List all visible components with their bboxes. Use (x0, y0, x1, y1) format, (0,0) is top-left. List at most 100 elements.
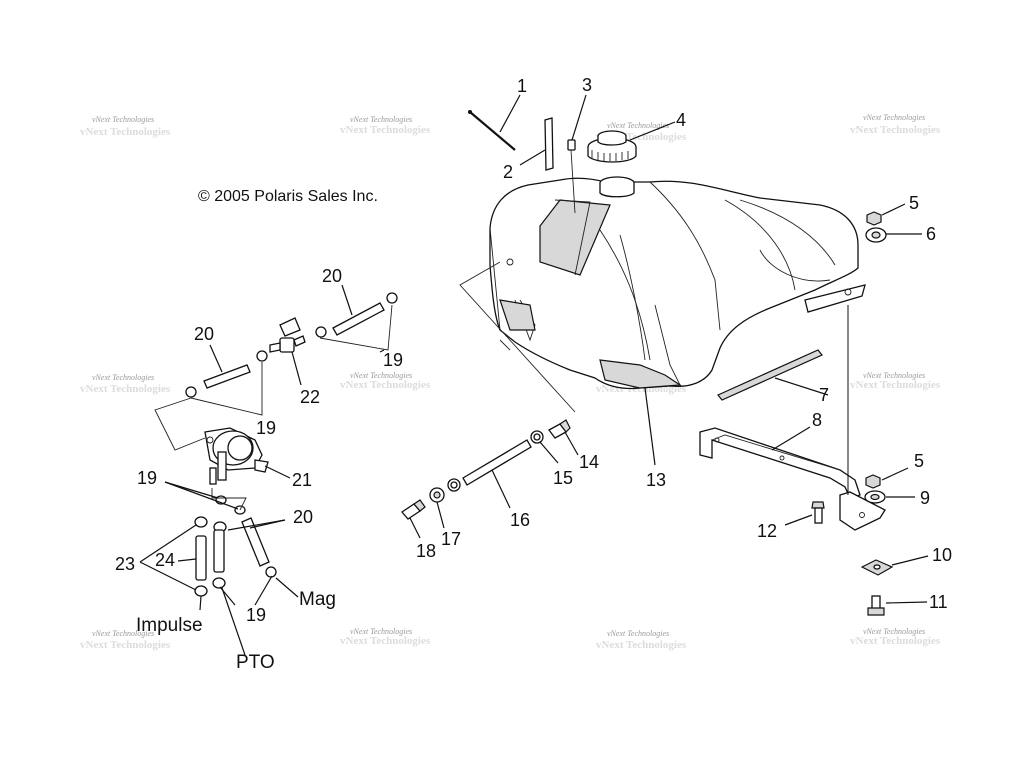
label-pto: PTO (236, 652, 275, 673)
part-18-valve (401, 499, 426, 520)
part-20-hose-right (241, 517, 270, 567)
part-14-fitting (548, 419, 571, 439)
watermark-12: vNext Technologies vNext Technologies (850, 627, 941, 647)
svg-text:vNext Technologies: vNext Technologies (340, 124, 431, 136)
watermark-5: vNext Technologies vNext Technologies (80, 373, 171, 395)
callout-19-pump: 19 (137, 468, 157, 488)
callout-15: 15 (553, 468, 573, 488)
part-6-washer (865, 227, 887, 243)
callout-4: 4 (676, 110, 686, 130)
callout-5-top: 5 (909, 193, 919, 213)
part-20-hose-middle (213, 529, 225, 573)
part-17-clamp (429, 478, 461, 503)
callout-10: 10 (932, 545, 952, 565)
svg-text:vNext Technologies: vNext Technologies (350, 627, 412, 636)
svg-text:vNext Technologies: vNext Technologies (92, 373, 154, 382)
part-8-bracket (699, 427, 886, 531)
callout-23: 23 (115, 554, 135, 574)
svg-text:vNext Technologies: vNext Technologies (350, 115, 412, 124)
callout-19-upper: 19 (383, 350, 403, 370)
callout-20-upper: 20 (322, 266, 342, 286)
part-22-valve (269, 317, 306, 353)
leader-pump-outlets (211, 488, 247, 511)
label-mag: Mag (299, 589, 336, 610)
callout-24: 24 (155, 550, 175, 570)
callout-3: 3 (582, 75, 592, 95)
watermark-2: vNext Technologies vNext Technologies (340, 115, 431, 136)
callout-20-right: 20 (293, 507, 313, 527)
svg-text:vNext Technologies: vNext Technologies (850, 124, 941, 136)
part-20-hose-left (203, 364, 251, 389)
svg-text:vNext Technologies: vNext Technologies (850, 379, 941, 391)
callout-6: 6 (926, 224, 936, 244)
part-24-hose (195, 535, 207, 581)
svg-text:vNext Technologies: vNext Technologies (92, 629, 154, 638)
part-19-clamps-top (185, 292, 398, 398)
part-7-pad-strip (717, 349, 823, 401)
svg-text:vNext Technologies: vNext Technologies (350, 371, 412, 380)
fuel-tank (489, 176, 866, 390)
part-9-washer (864, 490, 886, 504)
watermark-11: vNext Technologies vNext Technologies (596, 629, 687, 651)
label-impulse: Impulse (136, 615, 203, 636)
watermark-6: vNext Technologies vNext Technologies (340, 371, 431, 391)
tank-connector-line (459, 261, 576, 413)
watermark-8: vNext Technologies vNext Technologies (850, 371, 941, 391)
svg-text:vNext Technologies: vNext Technologies (863, 371, 925, 380)
part-21-fuel-pump (204, 427, 269, 485)
svg-text:vNext Technologies: vNext Technologies (863, 627, 925, 636)
part-3-fitting (567, 139, 576, 214)
callouts: 1 2 3 4 5 6 7 8 5 9 10 11 12 13 14 15 16… (115, 75, 952, 625)
watermark-9: vNext Technologies vNext Technologies (80, 629, 171, 651)
svg-text:vNext Technologies: vNext Technologies (607, 629, 669, 638)
callout-20-left: 20 (194, 324, 214, 344)
svg-text:vNext Technologies: vNext Technologies (92, 115, 154, 124)
callout-1: 1 (517, 76, 527, 96)
svg-text:vNext Technologies: vNext Technologies (863, 113, 925, 122)
callout-16: 16 (510, 510, 530, 530)
part-12-bolt (811, 501, 825, 524)
leader-19-upper (319, 304, 393, 351)
svg-text:vNext Technologies: vNext Technologies (80, 639, 171, 651)
callout-19-bottom: 19 (246, 605, 266, 625)
callout-12: 12 (757, 521, 777, 541)
part-20-hose-upper (332, 302, 385, 336)
callout-13: 13 (646, 470, 666, 490)
callout-21: 21 (292, 470, 312, 490)
callout-14: 14 (579, 452, 599, 472)
part-1-rod (468, 110, 516, 151)
watermark-1: vNext Technologies vNext Technologies (80, 115, 171, 138)
callout-7: 7 (819, 385, 829, 405)
svg-text:vNext Technologies: vNext Technologies (596, 639, 687, 651)
callout-18: 18 (416, 541, 436, 561)
leader-pump-bracket (154, 397, 206, 451)
part-5-nut-top (866, 211, 882, 226)
callout-5-lower: 5 (914, 451, 924, 471)
callout-2: 2 (503, 162, 513, 182)
watermark-4: vNext Technologies vNext Technologies (850, 113, 941, 136)
part-11-bolt (867, 595, 885, 616)
part-2-vent-hose (544, 117, 554, 171)
callout-8: 8 (812, 410, 822, 430)
svg-text:vNext Technologies: vNext Technologies (850, 635, 941, 647)
leader-lines (139, 94, 929, 656)
svg-text:vNext Technologies: vNext Technologies (80, 383, 171, 395)
svg-text:vNext Technologies: vNext Technologies (340, 635, 431, 647)
svg-text:vNext Technologies: vNext Technologies (340, 379, 431, 391)
leader-19-left (190, 362, 263, 416)
svg-text:vNext Technologies: vNext Technologies (80, 126, 171, 138)
svg-text:vNext Technologies: vNext Technologies (607, 121, 669, 130)
part-5-nut-lower (865, 474, 881, 489)
part-10-pad (860, 559, 894, 576)
part-15-clamp (530, 430, 544, 444)
watermark-10: vNext Technologies vNext Technologies (340, 627, 431, 647)
part-16-hose (462, 439, 532, 486)
callout-11: 11 (929, 592, 948, 612)
callout-9: 9 (920, 488, 930, 508)
callout-22: 22 (300, 387, 320, 407)
callout-19-left: 19 (256, 418, 276, 438)
part-19-clamps-lower (194, 495, 277, 597)
copyright-notice: © 2005 Polaris Sales Inc. (198, 188, 378, 205)
part-4-fuel-cap (587, 130, 637, 163)
